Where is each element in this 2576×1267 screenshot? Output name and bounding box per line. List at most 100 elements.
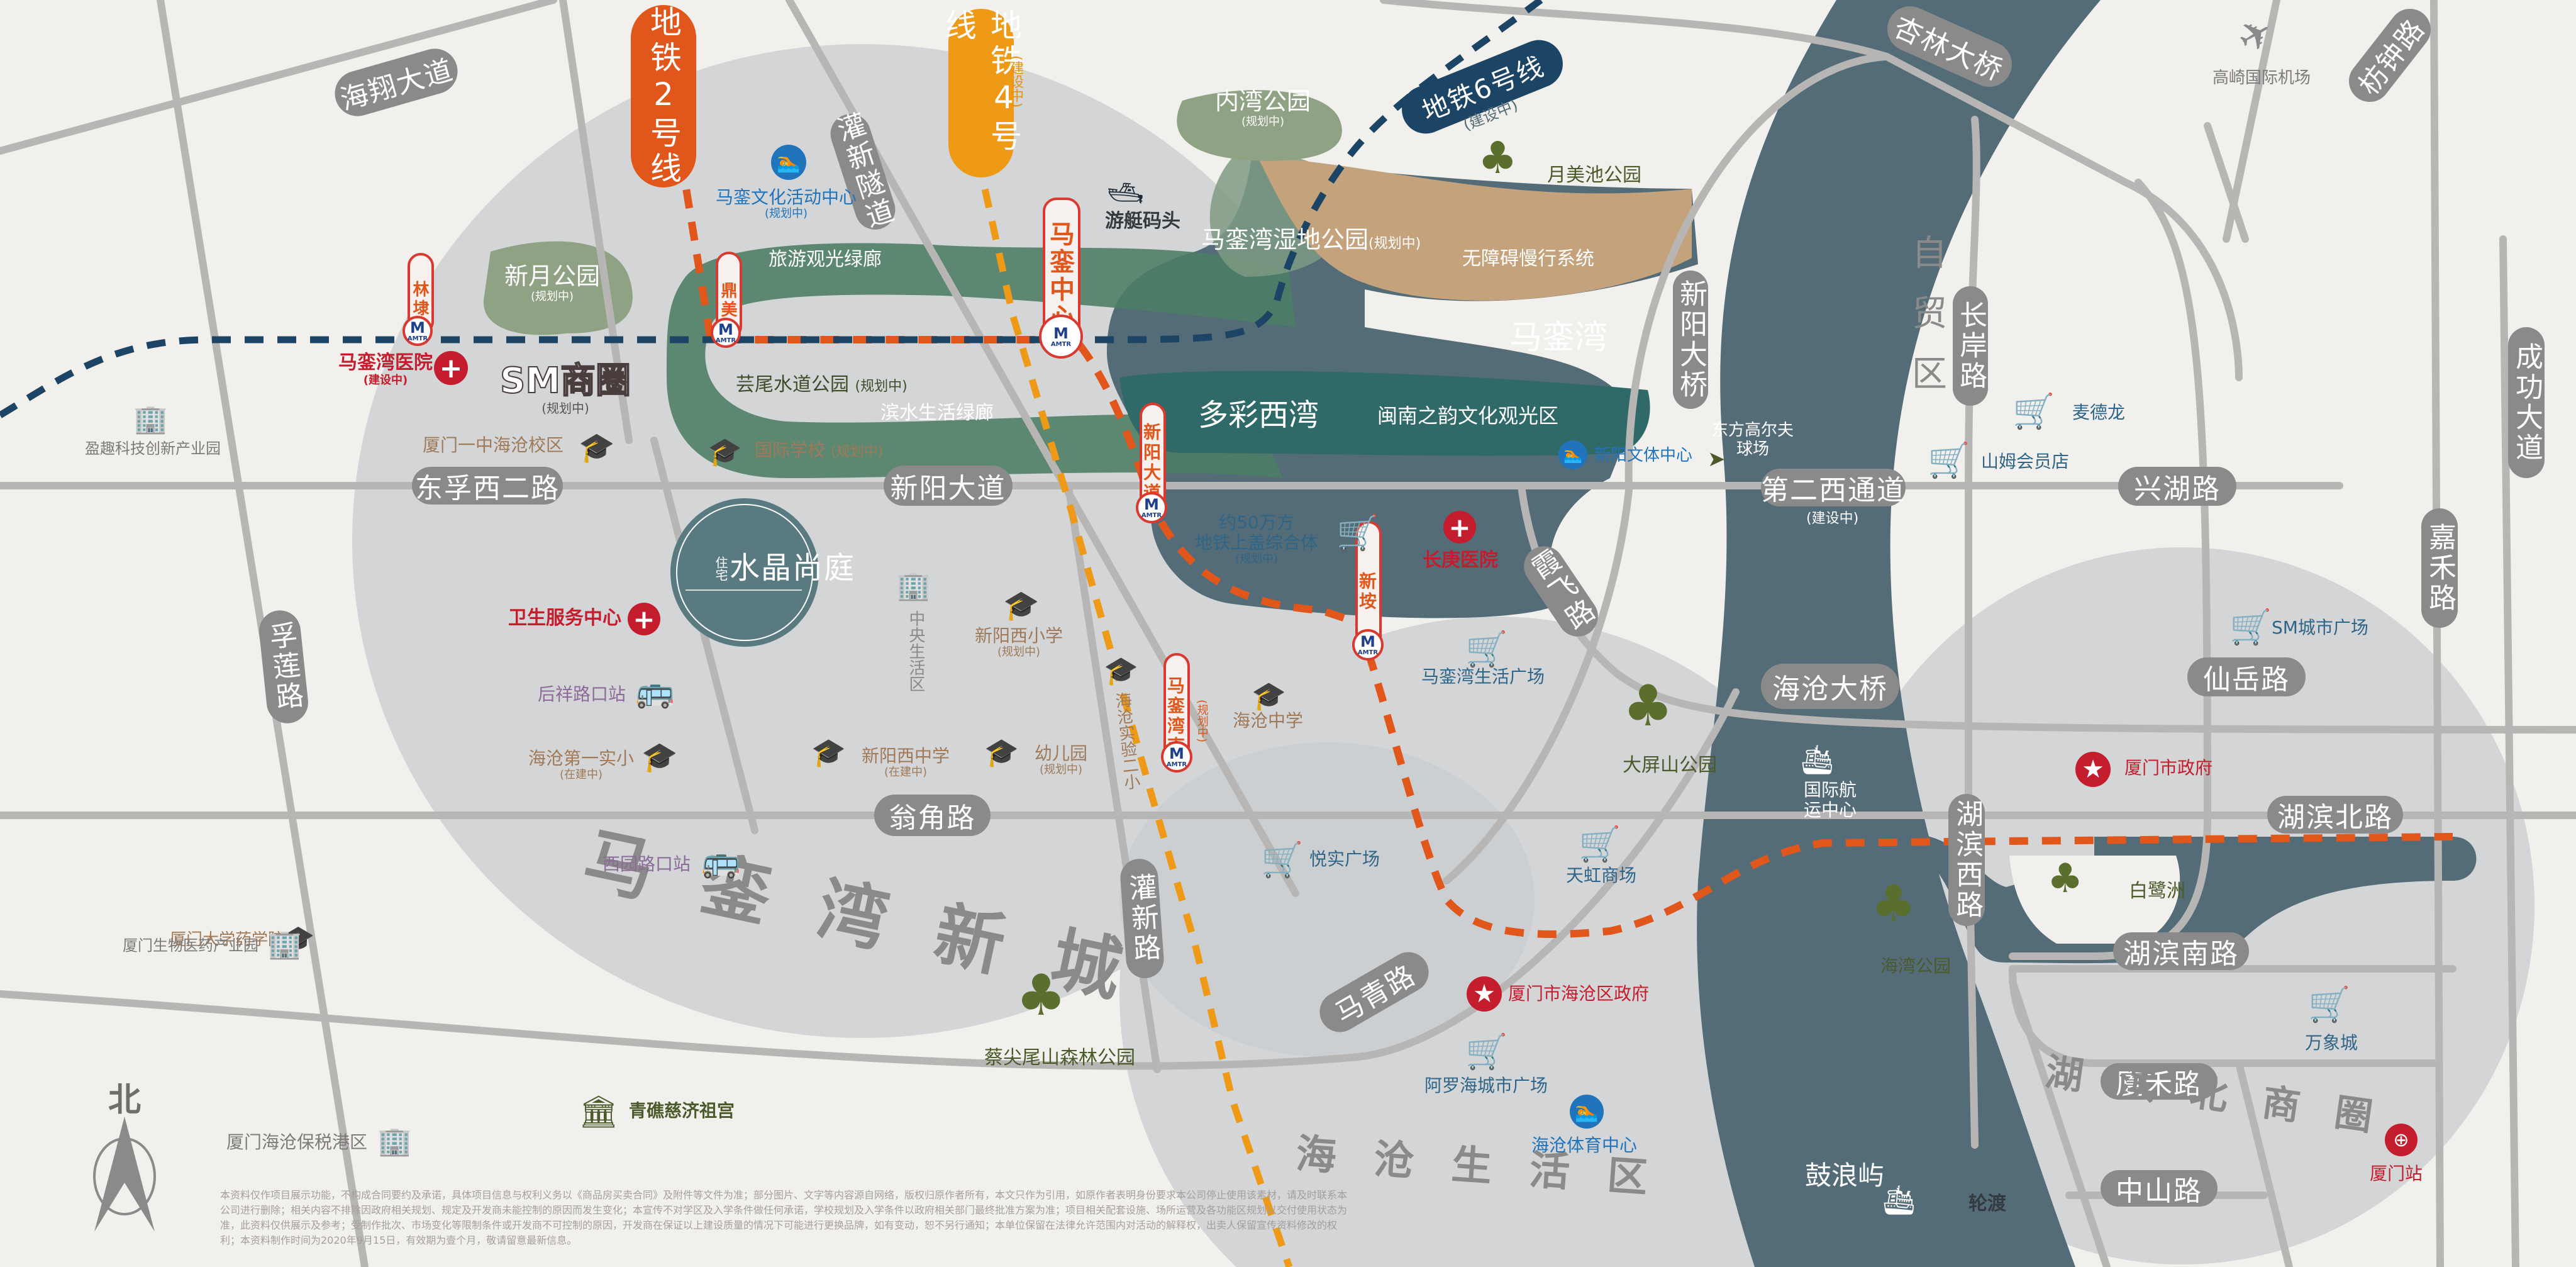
ferry-icon: 🛳 <box>1880 1183 1918 1217</box>
north-compass <box>93 1117 156 1232</box>
building-icon: 🏢 <box>133 403 168 435</box>
road-dongfu-xi-2[interactable]: 东孚西二路 <box>412 467 563 505</box>
culture-maluan-center-label: 马銮文化活动中心(规划中) <box>716 187 857 221</box>
landmark-qingjiao-temple-label: 青礁慈济祖宫 <box>629 1100 735 1121</box>
graduation-cap-icon: 🎓 <box>708 436 742 468</box>
park-dapingshan-label: 大屏山公园 <box>1623 754 1717 776</box>
park-haiwan-label: 海湾公园 <box>1880 956 1951 976</box>
shopping-cart-icon: 🛒 <box>2308 985 2351 1024</box>
gov-xiamen-label: 厦门市政府 <box>2124 757 2213 778</box>
shopping-cart-icon: 🛒 <box>1465 1032 1508 1071</box>
hospital-maluanwan-label: 马銮湾医院(建设中) <box>338 352 433 387</box>
accessible-path <box>1258 157 1692 301</box>
school-haicang-middle-label: 海沧中学 <box>1233 710 1304 731</box>
road-changan[interactable]: 长岸路 <box>1953 286 1988 406</box>
transit-houxiang-label: 后祥路口站 <box>538 684 626 705</box>
road-haicang-bridge[interactable]: 海沧大桥 <box>1761 664 1899 709</box>
zone-tourism-corridor: 旅游观光绿廊 <box>769 248 882 271</box>
graduation-cap-icon: 🎓 <box>641 740 678 774</box>
park-tree-icon: ♣ <box>2047 856 2084 902</box>
shopping-metro-complex-label: 约50万方地铁上盖综合体(规划中) <box>1195 512 1319 566</box>
road-xiahe[interactable]: 厦禾路 <box>2101 1063 2218 1100</box>
road-hubin-west[interactable]: 湖滨西路 <box>1948 794 1985 926</box>
shopping-tianhong-label: 天虹商场 <box>1566 865 1637 886</box>
project-name[interactable]: 水晶尚庭 <box>730 550 856 586</box>
district-ftz-label: 自贸区 <box>1906 234 1947 415</box>
zone-wetland-park: 马銮湾湿地公园(规划中) <box>1201 226 1421 254</box>
metro-line-4-label[interactable]: 地铁4号线 <box>940 9 1022 177</box>
road-xinyang-bridge[interactable]: 新阳大桥 <box>1673 271 1708 409</box>
temple-icon: 🏛 <box>579 1093 619 1130</box>
station-maluanwan-south-status: (规划中) <box>1195 700 1209 743</box>
project-brand: 住宅 <box>713 556 728 581</box>
shopping-sams-label: 山姆会员店 <box>1981 451 2070 472</box>
gulangyu-label: 鼓浪屿 <box>1805 1160 1885 1191</box>
metro-line-2-label[interactable]: 地铁2号线 <box>631 5 696 187</box>
graduation-cap-icon: 🎓 <box>1252 680 1286 712</box>
shopping-cart-icon: 🛒 <box>1465 629 1508 669</box>
school-xiamen-no1-label: 厦门一中海沧校区 <box>423 435 564 455</box>
shopping-mixc-label: 万象城 <box>2305 1032 2358 1053</box>
road-hubin-south[interactable]: 湖滨南路 <box>2113 932 2249 970</box>
golf-flag-icon: ➤ <box>1707 447 1726 472</box>
road-xinyang-avenue[interactable]: 新阳大道 <box>884 466 1013 506</box>
road-xinghu[interactable]: 兴湖路 <box>2118 467 2236 506</box>
hospital-cross-icon: + <box>1443 511 1476 544</box>
school-xinyangxi-middle-label: 新阳西中学(在建中) <box>862 745 950 779</box>
building-icon: 🏢 <box>377 1125 412 1158</box>
sm-district-label: SM商圈(规划中) <box>499 360 631 416</box>
landmark-golf-label: 东方高尔夫球场 <box>1712 421 1794 459</box>
shopping-metro-label: 麦德龙 <box>2072 402 2126 423</box>
park-yuemeichi-label: 月美池公园 <box>1547 164 1641 186</box>
road-chenggong-avenue[interactable]: 成功大道 <box>2508 327 2545 478</box>
cruise-ship-icon: 🛳 <box>1799 742 1836 776</box>
water-duocai-xiwan-label: 多彩西湾 <box>1198 398 1319 433</box>
graduation-cap-icon: 🎓 <box>811 737 846 769</box>
district-central-label: 中央生活区 <box>906 610 925 692</box>
industrial-biomed-label: 厦门生物医药产业园 <box>123 937 258 954</box>
shopping-sm-city-label: SM城市广场 <box>2272 617 2368 638</box>
transit-xiamen-station-label: 厦门站 <box>2370 1163 2423 1184</box>
gov-haicang-label: 厦门市海沧区政府 <box>1508 983 1650 1004</box>
park-tree-icon: ♣ <box>1016 963 1067 1029</box>
park-xinyue-label: 新月公园(规划中) <box>504 262 601 303</box>
school-haicang-no1-label: 海沧第一实小(在建中) <box>528 748 635 782</box>
road-second-west-channel[interactable]: 第二西通道 <box>1761 469 1906 506</box>
road-hubin-north[interactable]: 湖滨北路 <box>2267 796 2403 834</box>
zone-yunwei-park: 芸尾水道公园 (规划中) <box>736 374 908 396</box>
graduation-cap-icon: 🎓 <box>282 924 315 954</box>
school-kindergarten-label: 幼儿园(规划中) <box>1035 743 1088 777</box>
transit-shipping-center-label: 国际航运中心 <box>1804 779 1857 821</box>
hospital-health-center-label: 卫生服务中心 <box>508 607 621 629</box>
school-xinyangxi-primary-label: 新阳西小学(规划中) <box>975 625 1063 659</box>
road-zhongshan[interactable]: 中山路 <box>2101 1170 2218 1207</box>
teal-zone <box>1119 371 1650 456</box>
swimming-icon: 🏊 <box>771 145 806 180</box>
government-star-icon: ★ <box>2075 752 2111 787</box>
project-circle <box>670 498 819 647</box>
building-icon: 🏢 <box>267 929 302 961</box>
transit-ferry-label: 轮渡 <box>1968 1193 2006 1215</box>
zone-waterside-corridor: 滨水生活绿廊 <box>880 402 994 424</box>
shopping-maluanwan-life-label: 马銮湾生活广场 <box>1421 666 1545 687</box>
bailuzhou-island <box>2009 856 2180 944</box>
park-tree-icon: ♣ <box>1871 874 1916 933</box>
shopping-cart-icon: 🛒 <box>1579 824 1621 864</box>
culture-xinyang-sports-label: 新阳文体中心 <box>1594 446 1693 465</box>
park-xinyue <box>483 241 633 335</box>
road-wengjiao[interactable]: 翁角路 <box>874 795 991 836</box>
hospital-cross-icon: + <box>628 603 660 635</box>
transit-yacht-pier-label: 游艇码头 <box>1105 210 1180 232</box>
graduation-cap-icon: 🎓 <box>1003 588 1040 622</box>
park-neiwan-label: 内湾公园(规划中) <box>1215 87 1311 128</box>
park-bailuzhou-label: 白鹭洲 <box>2129 880 2185 902</box>
shopping-cart-icon: 🛒 <box>1336 513 1379 552</box>
water-harbor <box>1697 0 2101 1267</box>
road-jiahe[interactable]: 嘉禾路 <box>2421 508 2458 628</box>
road-xianyue[interactable]: 仙岳路 <box>2187 657 2306 696</box>
